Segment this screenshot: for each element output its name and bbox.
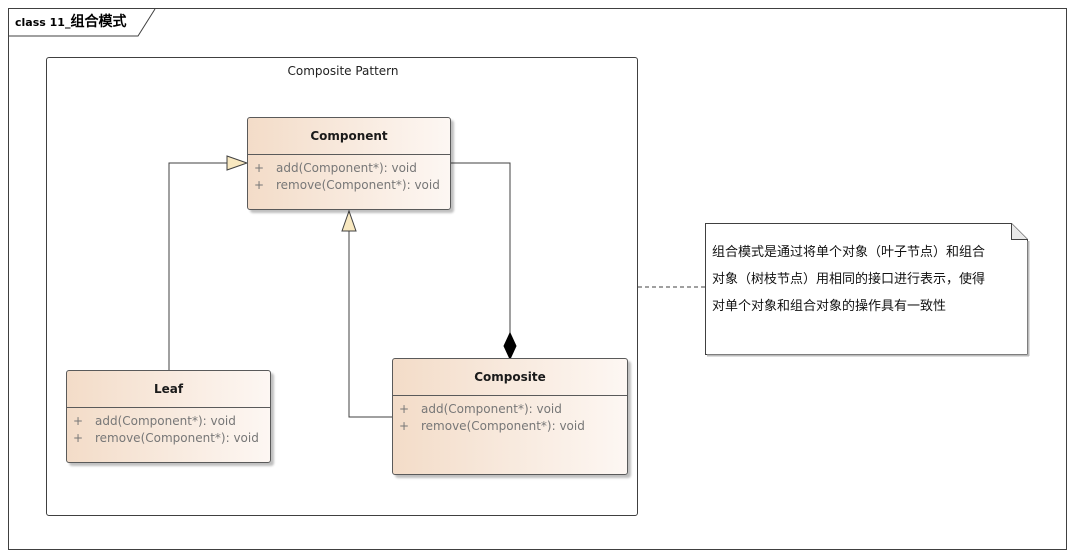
note-line: 对象（树枝节点）用相同的接口进行表示，使得	[712, 272, 986, 287]
frame-title-tab	[8, 8, 156, 37]
diagram-title-prefix: class 11_	[15, 16, 71, 29]
operation-remove: +remove(Component*): void	[73, 431, 259, 445]
leaf-generalization-line	[168, 162, 227, 370]
class-name: Component	[248, 118, 450, 155]
note-line: 对单个对象和组合对象的操作具有一致性	[712, 299, 947, 314]
composite-generalization-line	[348, 231, 392, 418]
composition-diamond	[503, 331, 517, 361]
diagram-frame	[8, 8, 1067, 550]
class-component[interactable]: Component +add(Component*): void +remove…	[247, 117, 451, 210]
operation-remove: +remove(Component*): void	[254, 178, 440, 192]
leaf-generalization-arrow	[226, 155, 249, 171]
class-composite[interactable]: Composite +add(Component*): void +remove…	[392, 358, 628, 475]
operation-add: +add(Component*): void	[73, 414, 236, 428]
package-label: Composite Pattern	[287, 64, 399, 78]
diagram-title: class 11_组合模式	[15, 11, 126, 31]
composition-line	[451, 162, 511, 333]
class-leaf[interactable]: Leaf +add(Component*): void +remove(Comp…	[66, 370, 271, 463]
operation-add: +add(Component*): void	[254, 161, 417, 175]
diagram-title-name: 组合模式	[70, 14, 127, 30]
operation-remove: +remove(Component*): void	[399, 419, 585, 433]
note-line: 组合模式是通过将单个对象（叶子节点）和组合	[712, 245, 986, 260]
note-text: 组合模式是通过将单个对象（叶子节点）和组合 对象（树枝节点）用相同的接口进行表示…	[712, 239, 1024, 320]
note[interactable]: 组合模式是通过将单个对象（叶子节点）和组合 对象（树枝节点）用相同的接口进行表示…	[705, 223, 1027, 354]
class-name: Leaf	[67, 371, 270, 408]
class-name: Composite	[393, 359, 627, 396]
composite-generalization-arrow	[341, 209, 357, 232]
operation-add: +add(Component*): void	[399, 402, 562, 416]
